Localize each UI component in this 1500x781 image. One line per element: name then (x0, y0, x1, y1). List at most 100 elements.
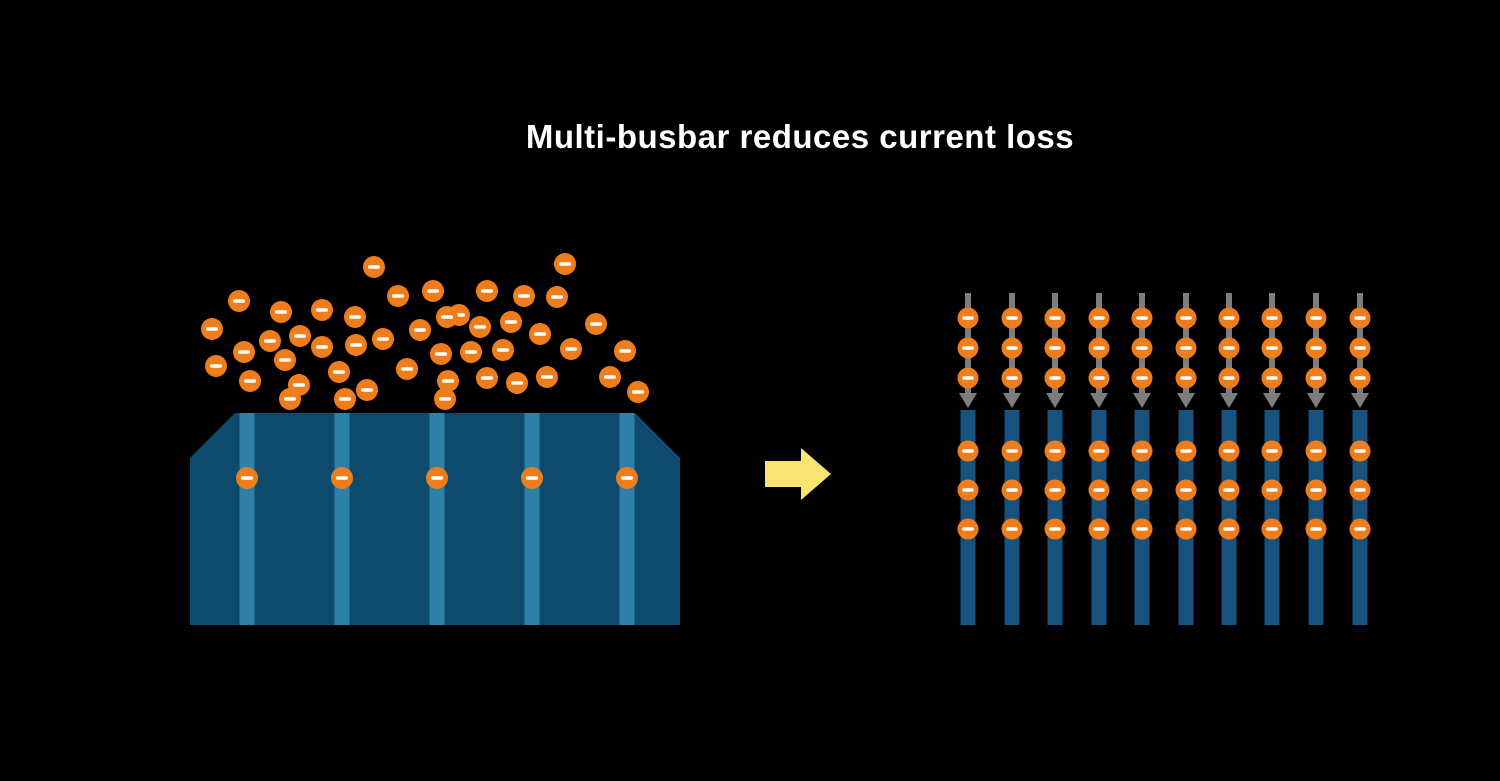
electron-icon (1001, 479, 1023, 501)
multi-busbar-stripe (1091, 410, 1107, 625)
electron-icon (957, 367, 979, 389)
electron-icon (957, 518, 979, 540)
electron-icon (957, 307, 979, 329)
electron-icon (1261, 367, 1283, 389)
electron-icon (585, 313, 607, 335)
electron-icon (1088, 307, 1110, 329)
electron-icon (201, 318, 223, 340)
electron-icon (363, 256, 385, 278)
cell-busbar-stripe (239, 413, 255, 625)
cell-busbar-stripe (524, 413, 540, 625)
electron-icon (1088, 518, 1110, 540)
electron-icon (372, 328, 394, 350)
electron-icon (616, 467, 638, 489)
electron-icon (529, 323, 551, 345)
electron-icon (1131, 307, 1153, 329)
electron-icon (521, 467, 543, 489)
electron-icon (957, 337, 979, 359)
electron-icon (1131, 518, 1153, 540)
electron-icon (1349, 479, 1371, 501)
electron-icon (311, 336, 333, 358)
electron-icon (1001, 518, 1023, 540)
electron-icon (430, 343, 452, 365)
electron-icon (1001, 367, 1023, 389)
electron-icon (554, 253, 576, 275)
electron-icon (1044, 518, 1066, 540)
multi-busbar-stripe (960, 410, 976, 625)
electron-icon (1175, 440, 1197, 462)
electron-icon (469, 316, 491, 338)
busbar-electrons (236, 467, 638, 489)
electron-icon (1349, 367, 1371, 389)
electron-icon (289, 325, 311, 347)
diagram-title: Multi-busbar reduces current loss (525, 118, 1075, 155)
electron-icon (1349, 440, 1371, 462)
electron-icon (1349, 518, 1371, 540)
electron-icon (536, 366, 558, 388)
electron-icon (426, 467, 448, 489)
electron-icon (1131, 367, 1153, 389)
cell-busbar-stripe (334, 413, 350, 625)
electron-icon (1305, 367, 1327, 389)
electron-icon (1044, 479, 1066, 501)
electron-icon (270, 301, 292, 323)
multi-busbar-column (1175, 293, 1197, 625)
electron-icon (1131, 440, 1153, 462)
electron-icon (1218, 367, 1240, 389)
electron-icon (1305, 479, 1327, 501)
electron-icon (1001, 337, 1023, 359)
electron-icon (1175, 307, 1197, 329)
electron-icon (560, 338, 582, 360)
electron-icon (599, 366, 621, 388)
multi-busbar-column (1088, 293, 1110, 625)
electron-icon (614, 340, 636, 362)
multi-busbar-stripe (1308, 410, 1324, 625)
scattered-electron-cloud (201, 253, 649, 410)
multi-busbar-column (1044, 293, 1066, 625)
multi-busbar-stripe (1352, 410, 1368, 625)
electron-icon (476, 280, 498, 302)
electron-icon (1261, 307, 1283, 329)
electron-icon (500, 311, 522, 333)
electron-icon (546, 286, 568, 308)
multi-busbar-column (1131, 293, 1153, 625)
electron-icon (422, 280, 444, 302)
electron-icon (506, 372, 528, 394)
electron-icon (274, 349, 296, 371)
electron-icon (1261, 518, 1283, 540)
electron-icon (1001, 440, 1023, 462)
electron-icon (1261, 440, 1283, 462)
multi-busbar-column (1001, 293, 1023, 625)
electron-icon (236, 467, 258, 489)
electron-icon (627, 381, 649, 403)
electron-icon (1088, 337, 1110, 359)
electron-icon (1218, 337, 1240, 359)
electron-icon (513, 285, 535, 307)
electron-icon (239, 370, 261, 392)
electron-icon (1044, 337, 1066, 359)
electron-icon (233, 341, 255, 363)
electron-icon (476, 367, 498, 389)
electron-icon (957, 440, 979, 462)
electron-icon (396, 358, 418, 380)
electron-icon (1218, 518, 1240, 540)
electron-icon (387, 285, 409, 307)
electron-icon (437, 370, 459, 392)
electron-icon (1044, 440, 1066, 462)
electron-icon (1131, 337, 1153, 359)
electron-icon (1001, 307, 1023, 329)
electron-icon (328, 361, 350, 383)
electron-icon (1261, 479, 1283, 501)
multi-busbar-stripe (1004, 410, 1020, 625)
multi-busbar-column (1261, 293, 1283, 625)
electron-icon (1088, 367, 1110, 389)
electron-icon (228, 290, 250, 312)
electron-icon (436, 306, 458, 328)
multi-busbar-stripe (1134, 410, 1150, 625)
cell-busbar-stripe (619, 413, 635, 625)
electron-icon (279, 388, 301, 410)
electron-icon (1088, 479, 1110, 501)
multi-busbar-stripe (1221, 410, 1237, 625)
